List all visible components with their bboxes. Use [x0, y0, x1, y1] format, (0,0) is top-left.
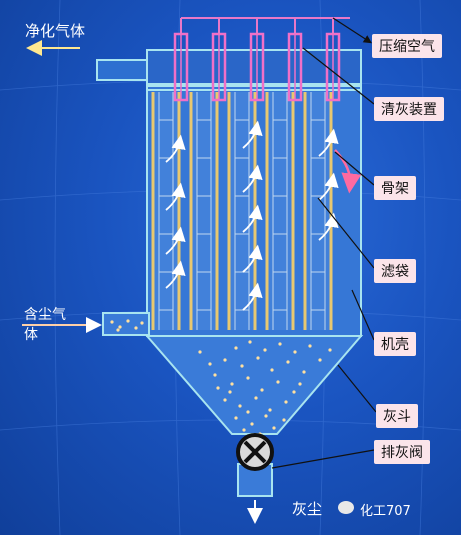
filter-bag: [151, 92, 181, 330]
dust-particle: [298, 382, 302, 386]
dust-particle: [276, 380, 280, 384]
watermark-dust: 灰尘: [292, 500, 323, 518]
inlet-duct: [102, 312, 150, 336]
dust-particle: [270, 368, 274, 372]
dust-particle: [284, 400, 288, 404]
dust-particle: [134, 326, 138, 330]
dust-particle: [223, 358, 227, 362]
dust-particle: [328, 348, 332, 352]
filter-bag: [189, 92, 219, 330]
dust-particle: [263, 348, 267, 352]
dust-particle: [110, 320, 114, 324]
dust-particle: [234, 346, 238, 350]
airflow-arrow: [242, 164, 263, 193]
dust-particle: [126, 319, 130, 323]
airflow-arrow: [165, 226, 186, 255]
dust-particle: [238, 404, 242, 408]
label-cleaning-device: 清灰装置: [374, 97, 444, 121]
wechat-icon: [338, 501, 354, 514]
dust-particle: [308, 344, 312, 348]
bag-interior: [267, 92, 293, 330]
dust-particle: [264, 414, 268, 418]
filter-bag: [303, 92, 333, 330]
dust-particle: [246, 376, 250, 380]
dust-particle: [302, 370, 306, 374]
dust-particle: [140, 321, 144, 325]
dust-particle: [228, 390, 232, 394]
watermark-account: 化工707: [360, 504, 411, 519]
dust-particles: [110, 319, 332, 448]
label-compressed-air: 压缩空气: [372, 34, 442, 58]
dust-particle: [234, 416, 238, 420]
discharge-valve-icon: [236, 433, 274, 471]
dust-particle: [282, 418, 286, 422]
label-discharge-valve: 排灰阀: [374, 440, 430, 464]
dust-particle: [116, 328, 120, 332]
filter-bag: [265, 92, 295, 330]
hopper-body: [144, 335, 364, 435]
airflow-arrow: [242, 282, 263, 311]
dust-particle: [198, 350, 202, 354]
dust-particle: [250, 422, 254, 426]
airflow-arrows: [165, 120, 339, 311]
dust-particle: [254, 396, 258, 400]
airflow-arrow: [242, 244, 263, 273]
filter-bags: [151, 92, 333, 330]
dust-particle: [286, 360, 290, 364]
label-hopper: 灰斗: [376, 404, 418, 428]
dust-particle: [268, 408, 272, 412]
airflow-arrow: [318, 128, 339, 157]
leader-lines: [271, 17, 377, 469]
dust-particle: [256, 356, 260, 360]
airflow-arrow: [318, 172, 339, 201]
airflow-arrow: [242, 204, 263, 233]
dust-particle: [213, 373, 217, 377]
airflow-arrow: [165, 182, 186, 211]
outlet-duct: [96, 59, 150, 81]
bag-interior: [153, 92, 179, 330]
inlet-gas-label-line2: 体: [24, 327, 38, 343]
top-plenum: [146, 49, 362, 85]
dust-particle: [240, 364, 244, 368]
pulse-arrow: [334, 149, 362, 194]
dust-particle: [260, 388, 264, 392]
label-filter-bag: 滤袋: [374, 259, 416, 283]
bag-interior: [191, 92, 217, 330]
label-frame: 骨架: [374, 176, 416, 200]
filter-bag: [227, 92, 257, 330]
dust-particle: [216, 386, 220, 390]
airflow-arrow: [165, 134, 186, 163]
dust-particle: [230, 382, 234, 386]
compressed-air-line: [180, 17, 350, 34]
dust-particle: [242, 428, 246, 432]
dust-particle: [278, 342, 282, 346]
dust-particle: [318, 358, 322, 362]
dust-particle: [118, 325, 122, 329]
dust-particle: [223, 398, 227, 402]
bag-interior: [305, 92, 331, 330]
label-casing: 机壳: [374, 332, 416, 356]
dust-particle: [246, 410, 250, 414]
clean-gas-label: 净化气体: [25, 22, 86, 40]
airflow-arrow: [242, 120, 263, 149]
dust-particle: [272, 426, 276, 430]
airflow-arrow: [318, 212, 339, 241]
dust-particle: [248, 340, 252, 344]
dust-particle: [293, 350, 297, 354]
airflow-arrow: [165, 260, 186, 289]
dust-particle: [208, 362, 212, 366]
inlet-gas-label-line1: 含尘气: [24, 307, 66, 323]
bag-interior: [229, 92, 255, 330]
dust-particle: [292, 390, 296, 394]
